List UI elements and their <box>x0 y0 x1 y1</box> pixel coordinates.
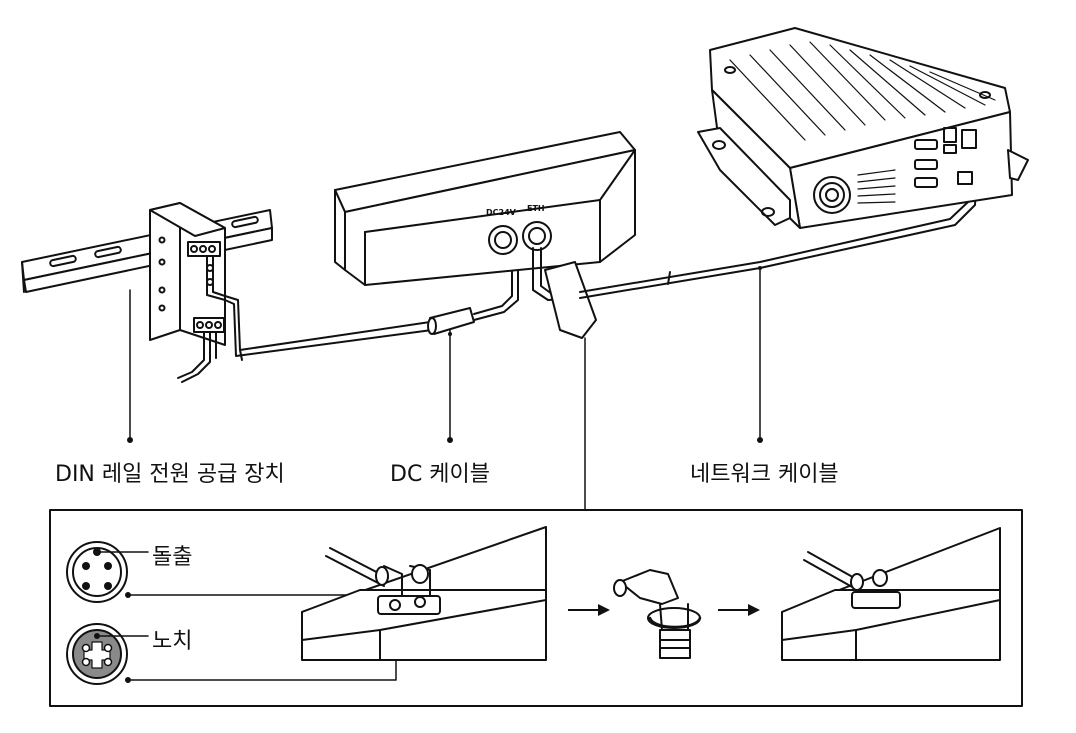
detail-sensor-corner-2 <box>781 527 1001 661</box>
detail-sensor-corner-1 <box>301 526 547 661</box>
label-din-power-supply: DIN 레일 전원 공급 장치 <box>55 462 285 487</box>
din-rail <box>21 209 273 293</box>
label-protrusion: 돌출 <box>152 545 193 570</box>
label-notch: 노치 <box>152 629 193 654</box>
rotating-connector <box>613 569 702 659</box>
din-power-supply-unit <box>149 202 226 383</box>
step-arrows <box>568 604 760 616</box>
detail-panel-frame <box>49 509 1023 707</box>
dc-cable <box>224 261 519 361</box>
industrial-pc <box>697 27 1029 229</box>
label-dc-cable: DC 케이블 <box>390 462 491 487</box>
callout-dots <box>127 266 763 443</box>
label-network-cable: 네트워크 케이블 <box>690 462 839 487</box>
sensor-box <box>334 131 636 339</box>
detail-dots <box>82 548 131 683</box>
port-label-eth: ETH <box>527 204 545 213</box>
callout-leaders <box>129 267 761 511</box>
port-label-dc24v: DC24V <box>486 208 516 217</box>
